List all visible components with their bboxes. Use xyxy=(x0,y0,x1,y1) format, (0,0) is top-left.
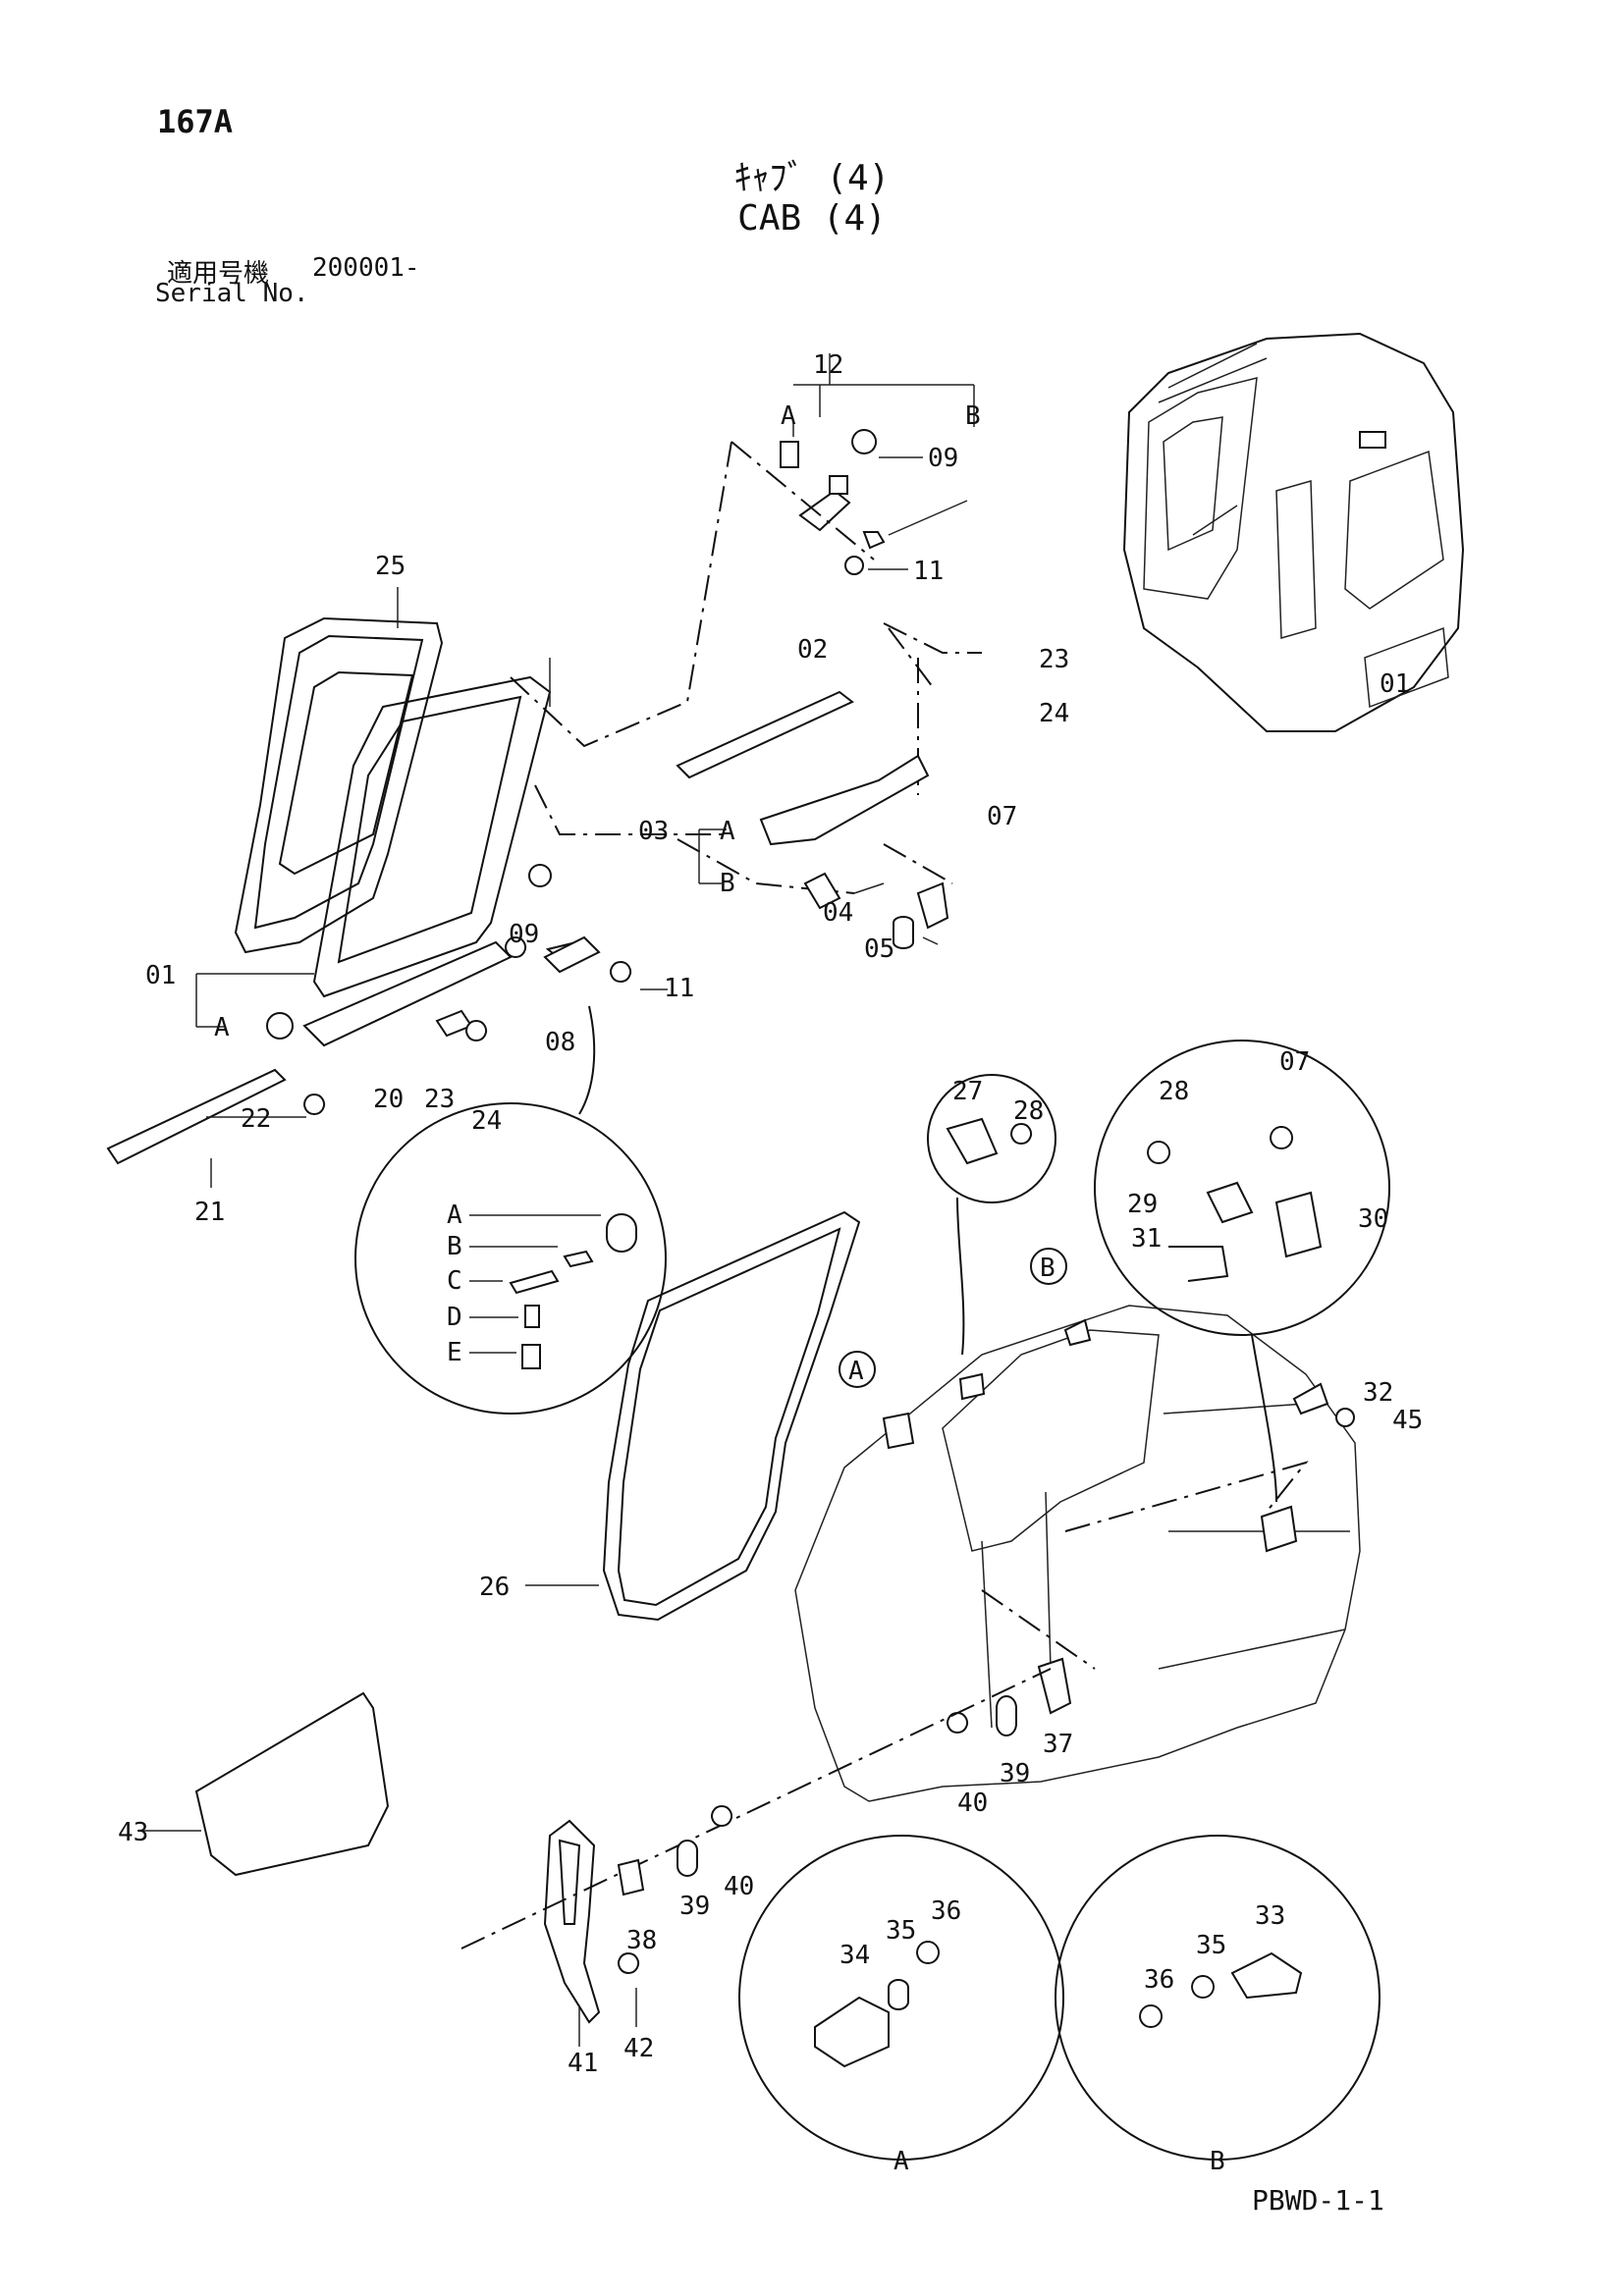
callout-a-top: A xyxy=(781,401,796,431)
door-seal-26 xyxy=(525,1210,861,1622)
callout-23-left: 23 xyxy=(424,1085,455,1114)
window-frame-assembly xyxy=(106,587,949,1188)
marker-circle-a xyxy=(839,1351,876,1388)
callout-36-a: 36 xyxy=(931,1896,961,1926)
hinge-assembly-12 xyxy=(780,353,975,575)
callout-42: 42 xyxy=(623,2034,654,2063)
callout-37: 37 xyxy=(1043,1730,1073,1759)
callout-33: 33 xyxy=(1255,1901,1285,1931)
callout-40-right: 40 xyxy=(957,1789,988,1818)
callout-09-left: 09 xyxy=(509,920,539,949)
callout-43: 43 xyxy=(118,1818,148,1847)
callout-26: 26 xyxy=(479,1573,510,1602)
callout-12: 12 xyxy=(813,350,843,380)
callout-05: 05 xyxy=(864,934,894,964)
detail-circle-pin-parts xyxy=(354,1005,667,1415)
callout-35-a: 35 xyxy=(886,1916,916,1946)
callout-03: 03 xyxy=(638,817,669,846)
windshield-pane-43 xyxy=(137,1691,390,1877)
callout-07-top: 07 xyxy=(987,802,1017,831)
callout-39-right: 39 xyxy=(1000,1759,1030,1789)
title-japanese: ｷｬﾌﾞ (4) xyxy=(733,158,891,198)
callout-41: 41 xyxy=(568,2049,598,2078)
callout-01: 01 xyxy=(145,961,176,990)
view-label-a: A xyxy=(893,2147,909,2176)
detail-circle-a xyxy=(738,1835,1064,2161)
callout-labels: 12 A B 09 11 25 02 23 24 07 03 A B 04 05… xyxy=(118,350,1423,2176)
callout-22: 22 xyxy=(241,1104,271,1134)
reference-cab-illustration: 01 xyxy=(1122,332,1465,732)
callout-b-mid: B xyxy=(720,869,735,898)
bracket-41 xyxy=(543,1805,733,2047)
callout-28-large: 28 xyxy=(1159,1077,1189,1106)
marker-circle-b xyxy=(1030,1248,1067,1285)
callout-36-b: 36 xyxy=(1144,1965,1174,1995)
detail-label-c: C xyxy=(447,1266,462,1296)
detail-circle-b xyxy=(1055,1835,1380,2161)
callout-07-detail: 07 xyxy=(1279,1047,1310,1077)
callout-45: 45 xyxy=(1392,1406,1423,1435)
callout-a-mid: A xyxy=(720,817,735,846)
callout-25: 25 xyxy=(375,552,406,581)
washer-45 xyxy=(1335,1408,1355,1427)
serial-label-english: Serial No. xyxy=(155,279,309,308)
callout-27: 27 xyxy=(952,1077,983,1106)
callout-11-top: 11 xyxy=(913,557,944,586)
detail-label-d: D xyxy=(447,1303,462,1332)
callout-b-top: B xyxy=(965,401,981,431)
serial-label-japanese: 適用号機 xyxy=(167,259,270,289)
callout-23-top: 23 xyxy=(1039,645,1069,674)
callout-24-top: 24 xyxy=(1039,699,1069,728)
callout-20: 20 xyxy=(373,1085,404,1114)
marker-b-label: B xyxy=(1040,1254,1056,1283)
callout-11-left: 11 xyxy=(664,974,694,1003)
callout-a-left: A xyxy=(214,1013,230,1042)
callout-04: 04 xyxy=(823,898,853,928)
footer-doc-code: PBWD-1-1 xyxy=(1252,2184,1384,2216)
callout-29: 29 xyxy=(1127,1190,1158,1219)
callout-40-left: 40 xyxy=(724,1872,754,1901)
callout-38: 38 xyxy=(626,1926,657,1955)
main-cab-body xyxy=(460,1305,1361,1949)
callout-09-top: 09 xyxy=(928,444,958,473)
detail-label-a: A xyxy=(447,1201,462,1230)
callout-34: 34 xyxy=(839,1941,870,1970)
title-english: CAB (4) xyxy=(737,198,887,239)
detail-label-b: B xyxy=(447,1232,462,1261)
callout-39-left: 39 xyxy=(679,1892,710,1921)
cap-32 xyxy=(1292,1382,1329,1415)
callout-08: 08 xyxy=(545,1028,575,1057)
marker-a-label: A xyxy=(848,1357,864,1386)
detail-circle-27-28 xyxy=(927,1074,1056,1356)
cab-number-marking: 01 xyxy=(1380,669,1410,699)
callout-32: 32 xyxy=(1363,1378,1393,1408)
callout-35-b: 35 xyxy=(1196,1931,1226,1960)
callout-30: 30 xyxy=(1358,1204,1388,1234)
callout-28-small: 28 xyxy=(1013,1096,1044,1126)
detail-circle-28-31 xyxy=(1094,1040,1390,1503)
callout-21: 21 xyxy=(194,1198,225,1227)
callout-02: 02 xyxy=(797,635,828,665)
callout-31: 31 xyxy=(1131,1224,1162,1254)
detail-label-e: E xyxy=(447,1338,462,1367)
serial-number-value: 200001- xyxy=(312,253,420,283)
view-label-b: B xyxy=(1210,2147,1225,2176)
page-code: 167A xyxy=(157,103,234,140)
callout-24-left: 24 xyxy=(471,1106,502,1136)
